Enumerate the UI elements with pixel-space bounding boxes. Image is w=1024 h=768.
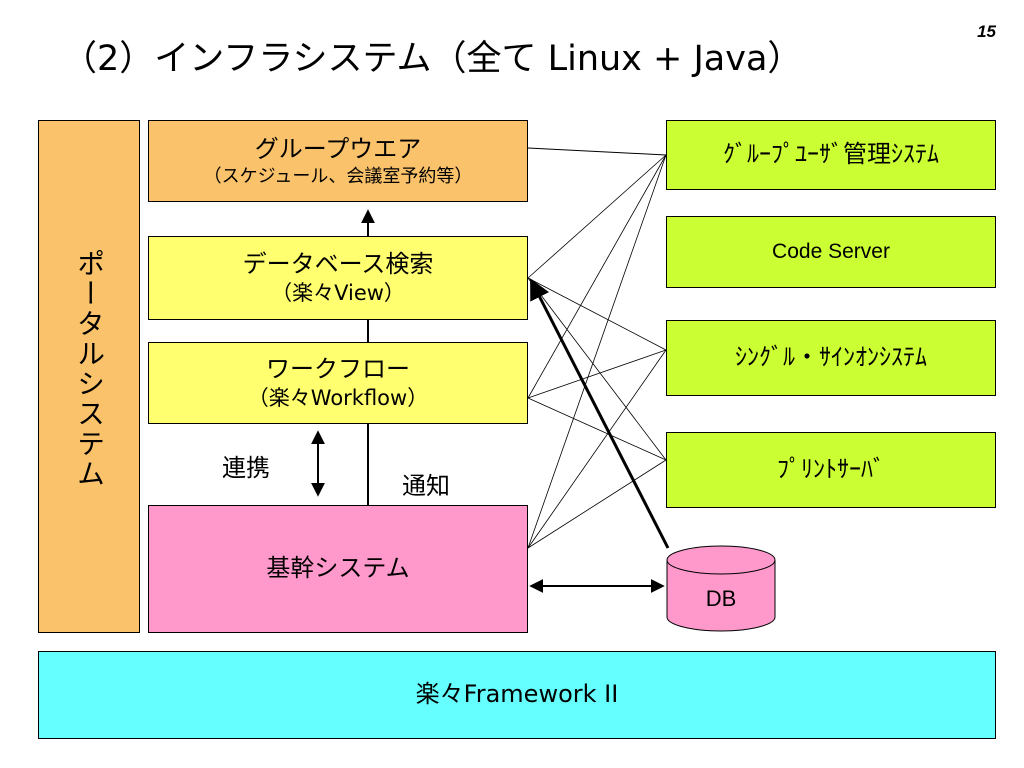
single-sign-on-label: ｼﾝｸﾞﾙ・ｻｲﾝｵﾝｼｽﾃﾑ bbox=[735, 343, 927, 372]
framework-label: 楽々Framework II bbox=[415, 680, 619, 709]
cooperation-label: 連携 bbox=[222, 454, 270, 482]
portal-system-box: ポータルシステム bbox=[38, 120, 140, 633]
groupware-title: グループウエア bbox=[254, 134, 422, 163]
slide-title: （2）インフラシステム（全て Linux + Java） bbox=[62, 39, 803, 79]
portal-system-label: ポータルシステム bbox=[73, 249, 106, 489]
framework-box: 楽々Framework II bbox=[38, 651, 996, 739]
link-groupware-usermgmt bbox=[527, 147, 667, 156]
workflow-title: ワークフロー bbox=[266, 354, 410, 383]
group-user-management-label: ｸﾞﾙｰﾌﾟﾕｰｻﾞ管理ｼｽﾃﾑ bbox=[723, 140, 939, 169]
workflow-subtitle: （楽々Workflow） bbox=[247, 385, 429, 410]
page-number: 15 bbox=[977, 22, 996, 41]
workflow-box: ワークフロー （楽々Workflow） bbox=[148, 342, 528, 424]
group-user-management-box: ｸﾞﾙｰﾌﾟﾕｰｻﾞ管理ｼｽﾃﾑ bbox=[666, 120, 996, 190]
core-system-label: 基幹システム bbox=[266, 554, 410, 583]
groupware-box: グループウエア （スケジュール、会議室予約等） bbox=[148, 120, 528, 202]
print-server-box: ﾌﾟﾘﾝﾄｻｰﾊﾞ bbox=[666, 432, 996, 508]
single-sign-on-box: ｼﾝｸﾞﾙ・ｻｲﾝｵﾝｼｽﾃﾑ bbox=[666, 320, 996, 396]
notification-label: 通知 bbox=[402, 472, 450, 500]
core-system-box: 基幹システム bbox=[148, 505, 528, 633]
db-cylinder bbox=[666, 545, 776, 632]
code-server-label: Code Server bbox=[772, 240, 890, 264]
fan-lines bbox=[527, 154, 667, 549]
print-server-label: ﾌﾟﾘﾝﾄｻｰﾊﾞ bbox=[777, 455, 885, 484]
database-search-title: データベース検索 bbox=[242, 249, 434, 278]
db-label: DB bbox=[705, 586, 737, 611]
groupware-subtitle: （スケジュール、会議室予約等） bbox=[203, 165, 473, 187]
database-search-box: データベース検索 （楽々View） bbox=[148, 236, 528, 320]
code-server-box: Code Server bbox=[666, 216, 996, 288]
database-search-subtitle: （楽々View） bbox=[271, 280, 405, 305]
db-view-arrow bbox=[530, 278, 670, 549]
